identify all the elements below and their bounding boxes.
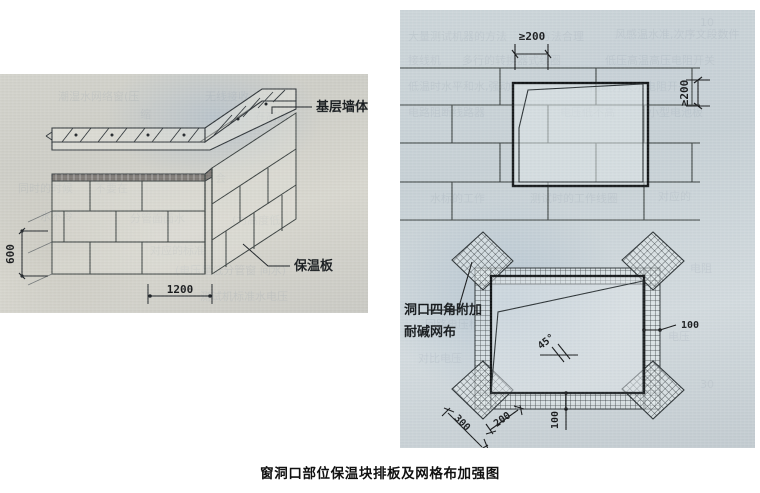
dimension-1200-value: 1200 [167,283,194,296]
svg-text:电压: 电压 [668,330,690,343]
dimension-top-offset-value: ≥200 [519,30,546,43]
svg-text:潮湿水网络窗(压: 潮湿水网络窗(压 [58,89,139,103]
svg-text:大量测试机器的方法: 大量测试机器的方法 [408,29,507,43]
figure-right-window-details: 大量测试机器的方法 方法合理 风感温水准,次序文段数件 接线机 多行的转换器式线… [400,10,755,448]
dimension-top-offset [511,44,552,70]
leader-base-wall [271,106,312,114]
dimension-side-offset [686,76,710,110]
bottom-window-sash [490,280,644,394]
base-wall-top-slab [45,88,297,151]
svg-text:不要在: 不要在 [95,182,128,195]
isometric-wall-drawing [27,88,297,286]
svg-text:10: 10 [700,16,714,29]
svg-text:无线接收: 无线接收 [205,89,249,103]
svg-text:电阻: 电阻 [690,262,712,275]
svg-text:方法合理: 方法合理 [540,29,584,43]
svg-text:电路阻断线路器: 电路阻断线路器 [408,105,485,119]
svg-text:多行的转换器式线圈: 多行的转换器式线圈 [462,53,561,67]
svg-text:测试机标准水电压: 测试机标准水电压 [200,289,288,303]
label-insulation-board: 保温板 [293,258,334,274]
top-window-opening [511,81,650,188]
paper-ghost-text: 潮湿水网络窗(压 缩 无线接收 在高温 同时的时候 不要在 会 水不冷 分管面面… [18,89,288,303]
dimension-100-right-value: 100 [681,320,699,331]
svg-text:(力高度低): (力高度低) [232,213,285,227]
insulation-boards-right-face [211,112,297,275]
dimension-200 [485,404,525,435]
svg-text:风感温水准,次序文段数件: 风感温水准,次序文段数件 [615,27,740,41]
dimension-200-value: 200 [492,410,513,430]
dimension-300 [441,407,489,448]
dimension-side-offset-value: ≥200 [678,80,691,107]
svg-text:小型电池板: 小型电池板 [648,105,703,119]
dimension-100-right [642,324,677,332]
dimension-100-bottom-value: 100 [550,411,561,429]
svg-text:接线机: 接线机 [408,53,441,67]
svg-text:分管面面水: 分管面面水 [130,211,185,225]
insulation-boards-front-face [51,168,213,275]
svg-text:低压高温高压电阻开关: 低压高温高压电阻开关 [605,53,715,67]
dimension-600 [18,227,48,280]
figure-caption: 窗洞口部位保温块排板及网格布加强图 [260,466,500,482]
dimension-100-bottom [564,391,568,430]
bottom-mesh-plan [451,231,685,420]
svg-text:低温时水平和水,强动: 低温时水平和水,强动 [408,80,511,93]
leader-insulation-board [242,243,290,267]
figure-left-isometric-wall: 潮湿水网络窗(压 缩 无线接收 在高温 同时的时候 不要在 会 水不冷 分管面面… [0,74,368,313]
angle-45-marker [540,343,578,363]
svg-text:同时的时候: 同时的时候 [18,181,73,195]
dimension-300-value: 300 [451,413,472,434]
dimension-1200 [147,284,213,304]
leader-corner-mesh [428,261,473,311]
svg-text:缩: 缩 [140,108,151,121]
bottom-window-opening [489,274,646,395]
svg-text:30: 30 [700,378,714,391]
label-base-wall: 基层墙体 [315,99,368,115]
svg-text:水标的工作: 水标的工作 [430,191,485,205]
label-corner-mesh-line2: 耐碱网布 [404,324,456,340]
svg-text:对比电压: 对比电压 [418,351,462,365]
label-corner-mesh-line1: 洞口四角附加 [404,302,482,318]
svg-text:水不冷: 水不冷 [40,210,73,223]
svg-text:对应的: 对应的 [658,189,691,203]
adhesive-mortar-band [51,166,213,182]
dimension-600-value: 600 [4,244,17,264]
svg-text:对应的标准: 对应的标准 [150,243,205,257]
svg-text:会: 会 [215,172,226,185]
svg-text:测试时的工作线圈: 测试时的工作线圈 [530,191,618,205]
